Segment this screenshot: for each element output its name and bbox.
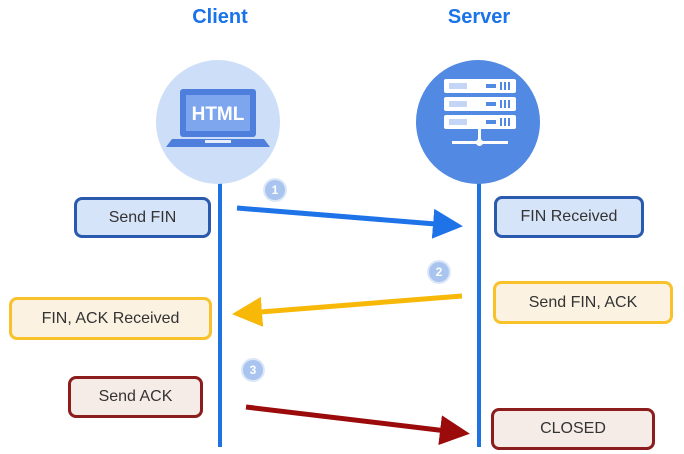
fin-received-box: FIN Received [494, 196, 644, 238]
server-column-title: Server [447, 6, 511, 28]
step-1-badge: 1 [265, 180, 285, 200]
send-fin-box: Send FIN [74, 197, 211, 238]
send-ack-box: Send ACK [68, 376, 203, 418]
client-column-title: Client [192, 6, 248, 28]
arrow-step-1 [236, 205, 463, 239]
laptop-screen-text: HTML [192, 104, 245, 125]
fin-ack-received-box: FIN, ACK Received [9, 297, 212, 340]
closed-box: CLOSED [491, 408, 655, 450]
server-lifeline [477, 165, 481, 447]
send-fin-ack-box: Send FIN, ACK [493, 281, 673, 324]
step-2-badge: 2 [429, 262, 449, 282]
arrow-step-2 [232, 293, 463, 327]
step-3-badge: 3 [243, 360, 263, 380]
server-rack-icon [444, 79, 516, 146]
laptop-html-icon: HTML [166, 89, 270, 147]
client-lifeline [218, 165, 222, 447]
arrow-step-3 [245, 404, 470, 446]
